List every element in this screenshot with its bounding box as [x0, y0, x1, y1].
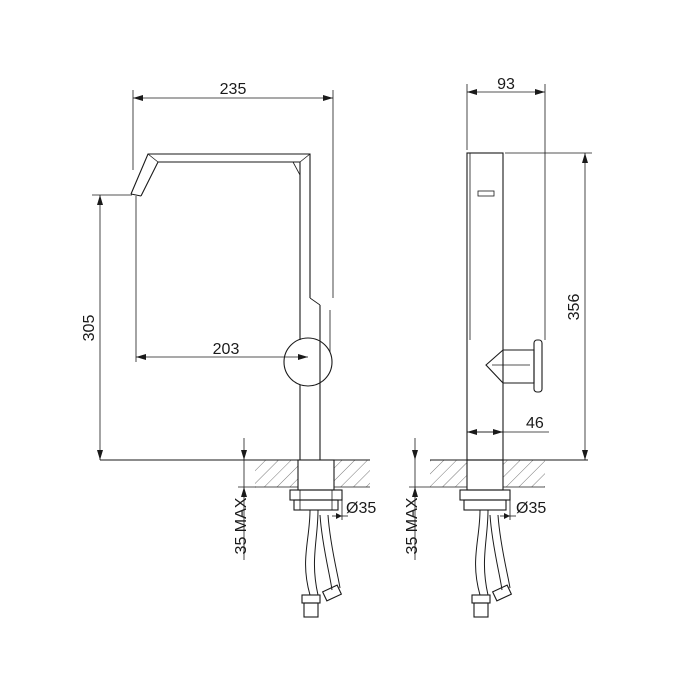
- side-dim-height: 356: [505, 152, 592, 460]
- front-dim-height: 305: [81, 194, 132, 460]
- front-view: 235 305 203 Ø35: [81, 81, 376, 618]
- front-width-label: 235: [220, 81, 247, 98]
- side-max-label: 35 MAX: [404, 497, 421, 554]
- side-handle: [485, 339, 543, 393]
- front-pipe-label: Ø35: [346, 500, 376, 517]
- side-dim-offset: 46: [467, 415, 549, 435]
- side-view: 93 356 46 Ø35: [404, 76, 592, 618]
- front-countertop: [100, 459, 370, 488]
- side-offset-label: 46: [526, 415, 544, 432]
- front-reach-label: 203: [213, 341, 240, 358]
- front-dim-pipe: Ø35: [332, 497, 376, 520]
- side-dim-pipe: Ø35: [500, 497, 546, 520]
- front-base-fitting: [289, 459, 343, 511]
- front-dim-width: 235: [132, 81, 334, 298]
- side-width-label: 93: [497, 76, 515, 93]
- front-hoses: [301, 509, 343, 618]
- side-pipe-label: Ø35: [516, 500, 546, 517]
- front-dim-reach: 203: [135, 196, 308, 362]
- side-body: [466, 152, 504, 461]
- side-dim-width: 93: [466, 76, 546, 340]
- side-height-label: 356: [566, 294, 583, 321]
- side-dim-max: 35 MAX: [404, 438, 430, 560]
- side-countertop: [430, 459, 588, 488]
- front-dim-max: 35 MAX: [233, 438, 256, 560]
- front-height-label: 305: [81, 315, 98, 342]
- front-spout: [130, 153, 331, 460]
- front-max-label: 35 MAX: [233, 497, 250, 554]
- side-base-fitting: [459, 459, 511, 511]
- front-handle-disc: [283, 337, 333, 387]
- side-hoses: [471, 509, 513, 618]
